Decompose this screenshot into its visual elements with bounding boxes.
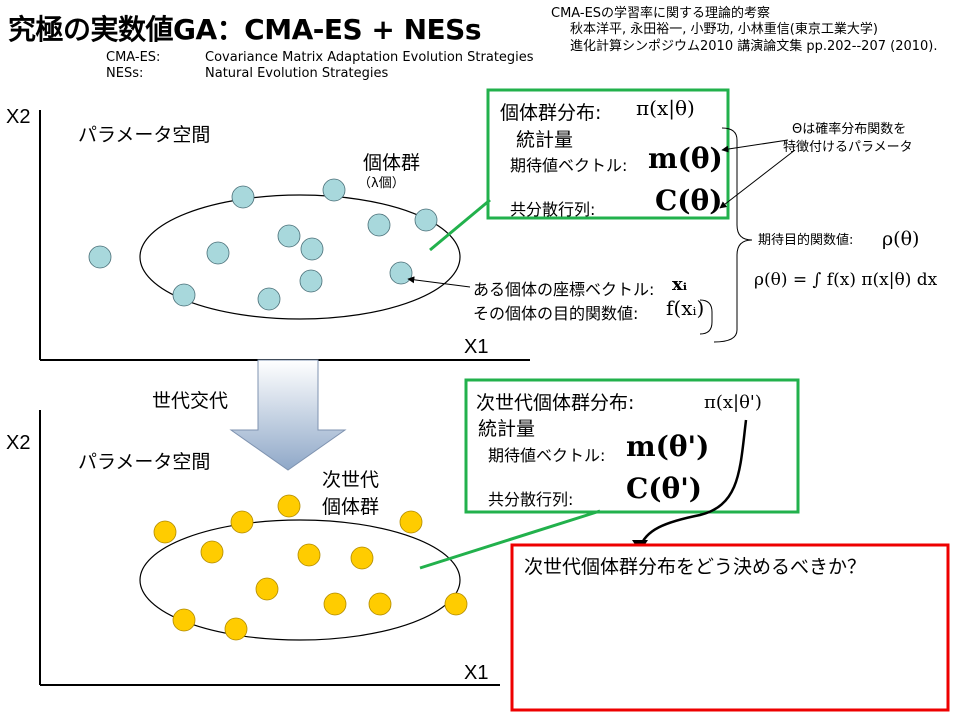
bottom-individual-5 — [255, 577, 279, 601]
bottom-individual-7 — [297, 543, 321, 567]
question-box — [510, 543, 950, 712]
top-mean-label: 期待値ベクトル: — [510, 156, 628, 175]
top-individual-11 — [389, 261, 413, 285]
bottom-individual-2 — [200, 540, 224, 564]
bottom-individual-6 — [277, 494, 301, 518]
top-box-title-formula: π(x|θ) — [636, 96, 695, 120]
reference-line-2: 秋本洋平, 永田裕一, 小野功, 小林重信(東京工業大学) — [570, 22, 878, 37]
top-individuals — [88, 178, 438, 311]
bottom-individual-0 — [153, 520, 177, 544]
expected-obj-symbol: ρ(θ) — [882, 228, 920, 250]
top-individual-4 — [206, 241, 230, 265]
top-individual-1 — [172, 283, 196, 307]
bottom-cov-formula: C(θ') — [626, 472, 703, 505]
coord-formula: xᵢ — [672, 274, 688, 295]
reference-line-3: 進化計算シンポジウム2010 講演論文集 pp.202--207 (2010). — [570, 39, 938, 54]
bottom-cov-label: 共分散行列: — [488, 490, 574, 509]
top-mean-formula: m(θ) — [648, 142, 723, 175]
population-count: （λ個） — [358, 176, 405, 191]
bottom-x-label: X1 — [464, 662, 489, 684]
bottom-population-ellipse — [139, 519, 461, 641]
bottom-individual-8 — [323, 592, 347, 616]
coord-label: ある個体の座標ベクトル: — [473, 280, 655, 299]
top-individual-6 — [277, 224, 301, 248]
stats-brace — [713, 127, 753, 343]
bottom-mean-label: 期待値ベクトル: — [488, 446, 606, 465]
top-individual-9 — [367, 213, 391, 237]
bottom-individual-3 — [224, 617, 248, 641]
theta-note-line-1: Θは確率分布関数を — [792, 122, 907, 137]
bottom-y-label: X2 — [6, 432, 31, 454]
bottom-space-label: パラメータ空間 — [78, 451, 211, 473]
top-individual-7 — [300, 237, 324, 261]
next-pop-line-2: 個体群 — [322, 496, 380, 518]
bottom-individual-10 — [368, 592, 392, 616]
bottom-box-pointer — [419, 509, 601, 570]
bottom-mean-formula: m(θ') — [626, 430, 710, 463]
top-individual-0 — [88, 245, 112, 269]
top-individual-8 — [299, 269, 323, 293]
expected-obj-label: 期待目的関数値: — [758, 233, 854, 248]
cma-full: Covariance Matrix Adaptation Evolution S… — [205, 50, 534, 65]
top-box-pointer — [429, 198, 491, 252]
top-box-title: 個体群分布: — [500, 102, 602, 124]
obj-brace — [699, 299, 713, 335]
integral-formula: ρ(θ) = ∫ f(x) π(x|θ) dx — [754, 270, 938, 290]
curved-arrow — [638, 419, 748, 549]
bottom-individual-9 — [350, 546, 374, 570]
obj-label: その個体の目的関数値: — [473, 304, 639, 323]
bottom-stats-label: 統計量 — [478, 418, 536, 440]
bottom-individuals — [153, 494, 468, 641]
theta-arrow-2 — [719, 149, 796, 209]
top-y-label: X2 — [6, 106, 31, 128]
bottom-box-title-formula: π(x|θ') — [704, 392, 762, 413]
bottom-box-title: 次世代個体群分布: — [476, 392, 635, 414]
nes-full: Natural Evolution Strategies — [205, 66, 389, 81]
top-distribution-box — [486, 88, 730, 220]
top-cov-label: 共分散行列: — [510, 200, 596, 219]
population-label: 個体群 — [363, 152, 421, 174]
reference-line-1: CMA-ESの学習率に関する理論的考察 — [551, 6, 771, 21]
generation-arrow — [229, 359, 347, 471]
bottom-individual-1 — [172, 608, 196, 632]
top-individual-2 — [231, 185, 255, 209]
obj-formula: f(xᵢ) — [666, 296, 705, 320]
top-x-label: X1 — [464, 336, 489, 358]
bottom-individual-4 — [230, 510, 254, 534]
next-pop-line-1: 次世代 — [322, 469, 380, 491]
top-stats-label: 統計量 — [516, 129, 574, 151]
theta-arrow-1 — [721, 139, 789, 153]
slide-title: 究極の実数値GA：CMA-ES + NESs — [8, 13, 482, 46]
top-individual-3 — [322, 178, 346, 202]
coord-arrow — [407, 276, 471, 288]
bottom-individual-12 — [444, 592, 468, 616]
top-space-label: パラメータ空間 — [78, 124, 211, 146]
bottom-individual-11 — [399, 510, 423, 534]
theta-note-line-2: 特徴付けるパラメータ — [783, 140, 913, 155]
top-individual-10 — [414, 208, 438, 232]
cma-term: CMA-ES: — [106, 50, 161, 65]
question-text: 次世代個体群分布をどう決めるべきか？ — [524, 556, 867, 578]
top-individual-5 — [257, 287, 281, 311]
top-population-ellipse — [139, 194, 461, 320]
transition-label: 世代交代 — [152, 390, 229, 412]
nes-term: NESs: — [106, 66, 144, 81]
top-cov-formula: C(θ) — [655, 184, 723, 217]
